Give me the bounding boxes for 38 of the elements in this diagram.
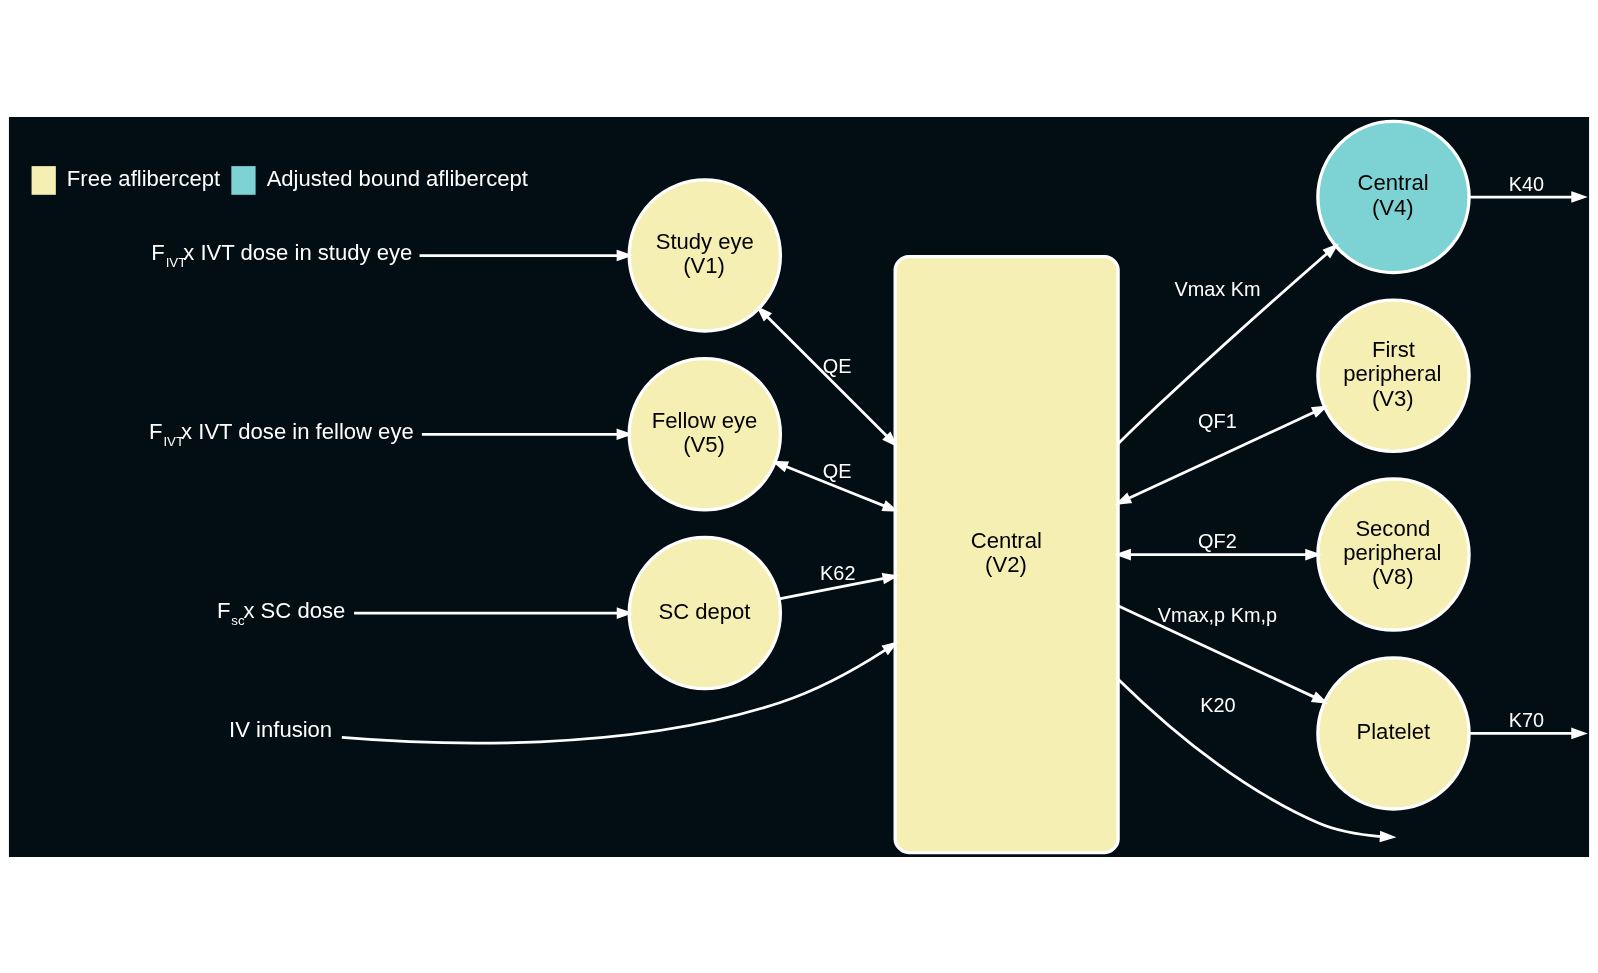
edge-label: QE bbox=[822, 459, 852, 482]
arrow bbox=[1114, 548, 1322, 560]
arrow bbox=[1114, 405, 1329, 505]
node-circle: First peripheral (V3) bbox=[1316, 298, 1471, 453]
arrow bbox=[421, 428, 634, 440]
arrow bbox=[1117, 242, 1339, 445]
edge-label: QF2 bbox=[1198, 529, 1237, 552]
arrow bbox=[1117, 677, 1397, 842]
edge-label: K62 bbox=[820, 561, 856, 584]
node-circle: Second peripheral (V8) bbox=[1316, 476, 1471, 632]
node-text: IV infusion bbox=[229, 716, 333, 742]
node-text: F$_{sc}$x SC dose bbox=[216, 597, 346, 628]
node-text: F$_{IVT}$x IVT dose in study eye bbox=[151, 239, 413, 270]
node-circle: Study eye (V1) bbox=[627, 177, 783, 333]
legend-label: Adjusted bound aflibercept bbox=[266, 165, 528, 191]
node-circle: Platelet bbox=[1316, 655, 1471, 811]
edge-label: Vmax,p Km,p bbox=[1157, 603, 1278, 626]
edge-label: QE bbox=[822, 354, 852, 377]
edge-label: K20 bbox=[1200, 693, 1236, 716]
node-text: F$_{IVT}$x IVT dose in fellow eye bbox=[149, 418, 414, 449]
edge-label: K40 bbox=[1508, 172, 1545, 195]
node-box: Central (V2) bbox=[893, 254, 1120, 854]
edge-label: K70 bbox=[1508, 708, 1545, 731]
legend-label: Free aflibercept bbox=[66, 165, 221, 191]
arrow bbox=[1469, 727, 1588, 739]
arrow bbox=[771, 460, 899, 512]
node-circle: SC depot bbox=[627, 535, 783, 690]
arrow bbox=[341, 640, 899, 744]
edge-label: Vmax Km bbox=[1174, 277, 1261, 300]
arrow bbox=[1117, 604, 1329, 704]
arrow bbox=[756, 305, 899, 447]
arrow bbox=[778, 572, 900, 600]
arrow bbox=[419, 249, 634, 261]
arrow bbox=[1469, 190, 1588, 203]
arrow bbox=[354, 606, 634, 619]
node-circle: Central (V4) bbox=[1316, 119, 1471, 274]
node-circle: Fellow eye (V5) bbox=[627, 356, 783, 512]
edge-label: QF1 bbox=[1198, 409, 1237, 432]
